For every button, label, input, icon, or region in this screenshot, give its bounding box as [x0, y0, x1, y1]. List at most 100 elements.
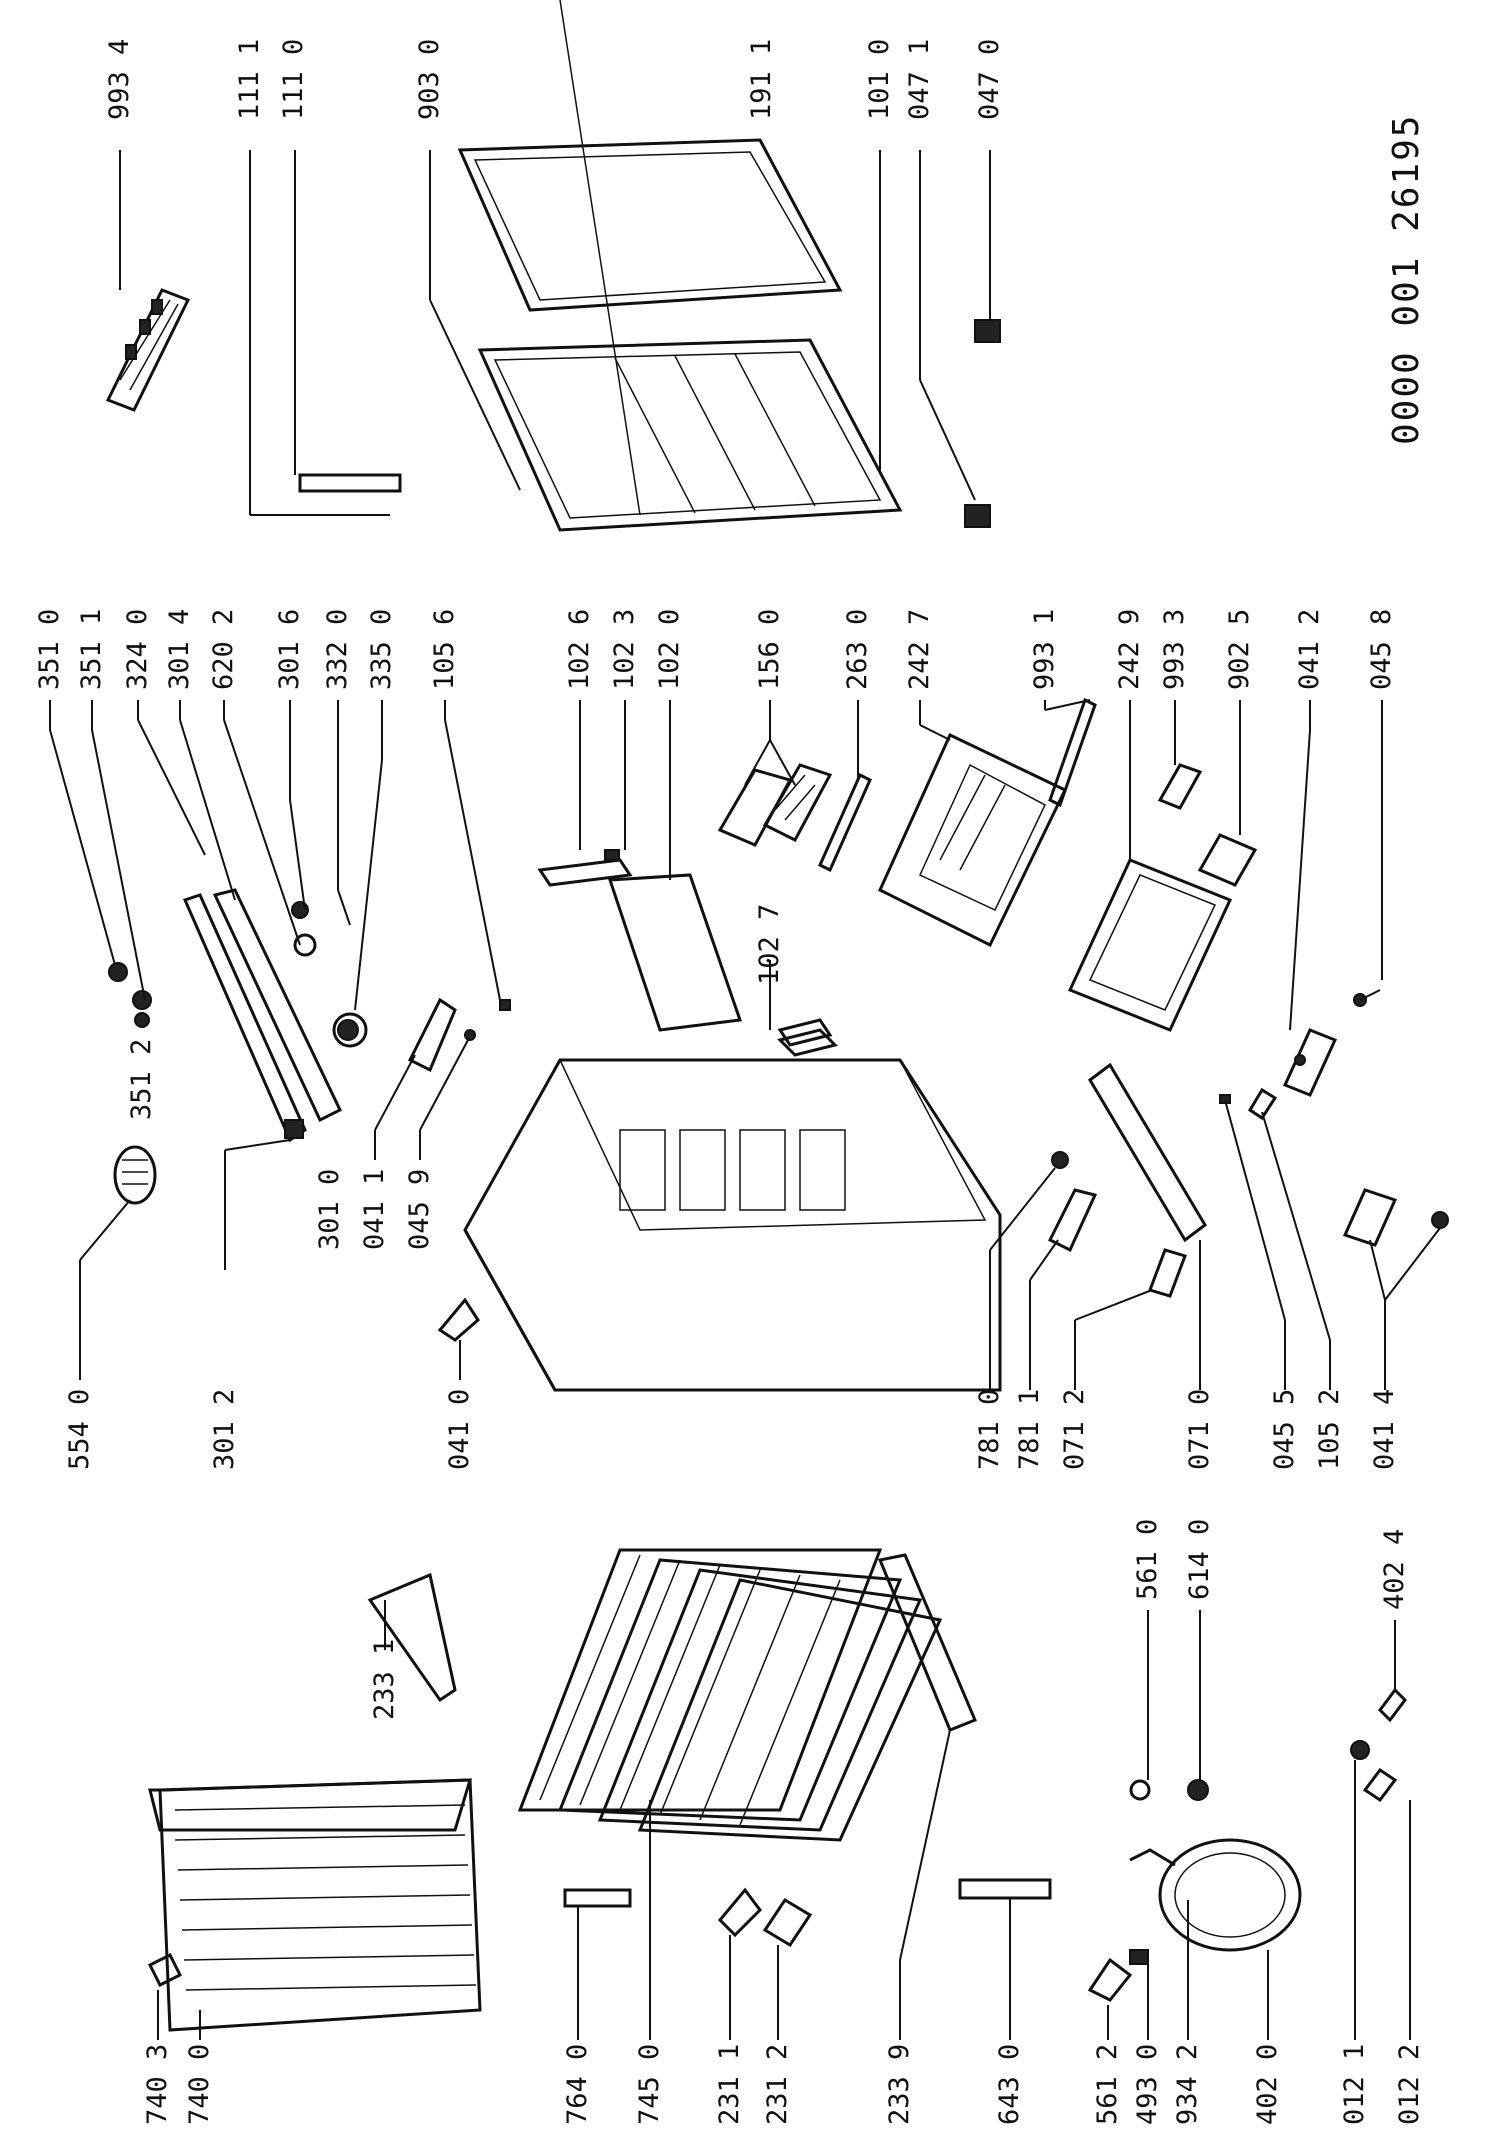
drawer-front-993-1	[1048, 697, 1097, 808]
callout-934-2: 934 2	[1172, 2044, 1203, 2125]
callout-191-1: 191 1	[746, 39, 777, 120]
callout-045-9: 045 9	[404, 1169, 435, 1250]
callout-242-7: 242 7	[904, 609, 935, 690]
callout-105-2: 105 2	[1314, 1389, 1345, 1470]
condenser-clip	[147, 1952, 183, 1988]
control-panel	[182, 888, 342, 1143]
hinge-041-2	[1282, 1028, 1338, 1097]
callout-101-0: 101 0	[864, 39, 895, 120]
callout-102-6: 102 6	[564, 609, 595, 690]
callout-041-0: 041 0	[444, 1389, 475, 1470]
callout-614-0: 614 0	[1184, 1519, 1215, 1600]
callout-402-0: 402 0	[1252, 2044, 1283, 2125]
wire-shelves-745	[517, 1548, 943, 1842]
callout-233-1: 233 1	[369, 1639, 400, 1720]
callout-071-2: 071 2	[1059, 1389, 1090, 1470]
callout-102-0: 102 0	[654, 609, 685, 690]
screw-045-8	[1353, 989, 1381, 1007]
door-bin-102-7	[777, 1028, 838, 1057]
lamp-781-0	[1051, 1151, 1069, 1169]
switch-071-2	[1148, 1248, 1187, 1298]
callout-102-3: 102 3	[609, 609, 640, 690]
document-number: 0000 001 26195	[1386, 114, 1427, 445]
bracket-902-5	[1197, 833, 1258, 887]
condenser-coil	[148, 1778, 482, 2032]
callout-351-2: 351 2	[126, 1039, 157, 1120]
ice-tray-part	[105, 288, 191, 412]
door-hinge-bracket-left	[964, 504, 991, 528]
callout-993-1: 993 1	[1029, 609, 1060, 690]
part-643-0	[958, 1878, 1052, 1900]
door-hinge-part	[249, 150, 402, 516]
part-561-2	[1087, 1957, 1133, 2002]
freezer-drawer-242-9	[1067, 858, 1233, 1032]
callout-993-3: 993 3	[1159, 609, 1190, 690]
door-hinge-bracket-right	[974, 319, 1001, 343]
lamp-cover-781-1	[1047, 1188, 1098, 1253]
callout-102-7: 102 7	[754, 904, 785, 985]
part-561-0	[1129, 1779, 1151, 1801]
knob-351	[108, 962, 152, 1028]
inner-door-panel	[477, 0, 903, 532]
part-614-0	[1187, 1779, 1209, 1801]
callout-902-5: 902 5	[1224, 609, 1255, 690]
callout-041-1: 041 1	[359, 1169, 390, 1250]
callout-071-0: 071 0	[1184, 1389, 1215, 1470]
callout-493-0: 493 0	[1132, 2044, 1163, 2125]
callout-231-1: 231 1	[714, 2044, 745, 2125]
cabinet-body	[463, 1058, 1002, 1392]
shelf-strip-263	[818, 772, 872, 873]
callout-111-1: 111 1	[234, 39, 265, 120]
light-strip-071-0	[1088, 1062, 1207, 1243]
callout-041-2: 041 2	[1294, 609, 1325, 690]
part-012-1	[1350, 1740, 1370, 1760]
thermostat-parts	[291, 901, 368, 1048]
callout-335-0: 335 0	[366, 609, 397, 690]
callout-045-8: 045 8	[1366, 609, 1397, 690]
callout-156-0: 156 0	[754, 609, 785, 690]
callout-402-4: 402 4	[1379, 1529, 1410, 1610]
callout-554-0: 554 0	[64, 1389, 95, 1470]
shelf-rail-233-1	[367, 1572, 457, 1703]
compressor-402-0	[1158, 1838, 1302, 1952]
callout-105-6: 105 6	[429, 609, 460, 690]
part-402-4	[1378, 1687, 1407, 1723]
compressor-relay-554	[113, 1145, 157, 1205]
callout-242-9: 242 9	[1114, 609, 1145, 690]
callout-301-2: 301 2	[209, 1389, 240, 1470]
callout-324-0: 324 0	[122, 609, 153, 690]
part-493-0	[1129, 1949, 1149, 1965]
ice-trays-156	[717, 763, 833, 847]
callout-903-0: 903 0	[414, 39, 445, 120]
callout-012-2: 012 2	[1394, 2044, 1425, 2125]
door-bin-102	[537, 849, 833, 1047]
callout-561-0: 561 0	[1132, 1519, 1163, 1600]
callout-231-2: 231 2	[762, 2044, 793, 2125]
callout-993-4: 993 4	[104, 39, 135, 120]
callout-781-0: 781 0	[974, 1389, 1005, 1470]
hinge-bracket-041-1	[407, 997, 511, 1073]
callout-643-0: 643 0	[994, 2044, 1025, 2125]
part-934-2	[1129, 1848, 1176, 1867]
callout-764-0: 764 0	[562, 2044, 593, 2125]
freezer-drawer-242-7	[878, 732, 1068, 948]
part-105-2	[1247, 1087, 1278, 1121]
callout-301-6: 301 6	[274, 609, 305, 690]
callout-233-9: 233 9	[884, 2044, 915, 2125]
callout-351-1: 351 1	[76, 609, 107, 690]
part-231	[717, 1887, 813, 1948]
door-gasket	[457, 138, 843, 312]
callout-351-0: 351 0	[34, 609, 65, 690]
callout-301-4: 301 4	[164, 609, 195, 690]
callout-012-1: 012 1	[1339, 2044, 1370, 2125]
callout-332-0: 332 0	[322, 609, 353, 690]
callout-740-3: 740 3	[142, 2044, 173, 2125]
foot-041-0	[437, 1297, 480, 1342]
part-012-2	[1362, 1767, 1398, 1803]
callout-047-0: 047 0	[974, 39, 1005, 120]
callout-740-0: 740 0	[184, 2044, 215, 2125]
callout-620-2: 620 2	[208, 609, 239, 690]
callout-781-1: 781 1	[1014, 1389, 1045, 1470]
callout-263-0: 263 0	[842, 609, 873, 690]
